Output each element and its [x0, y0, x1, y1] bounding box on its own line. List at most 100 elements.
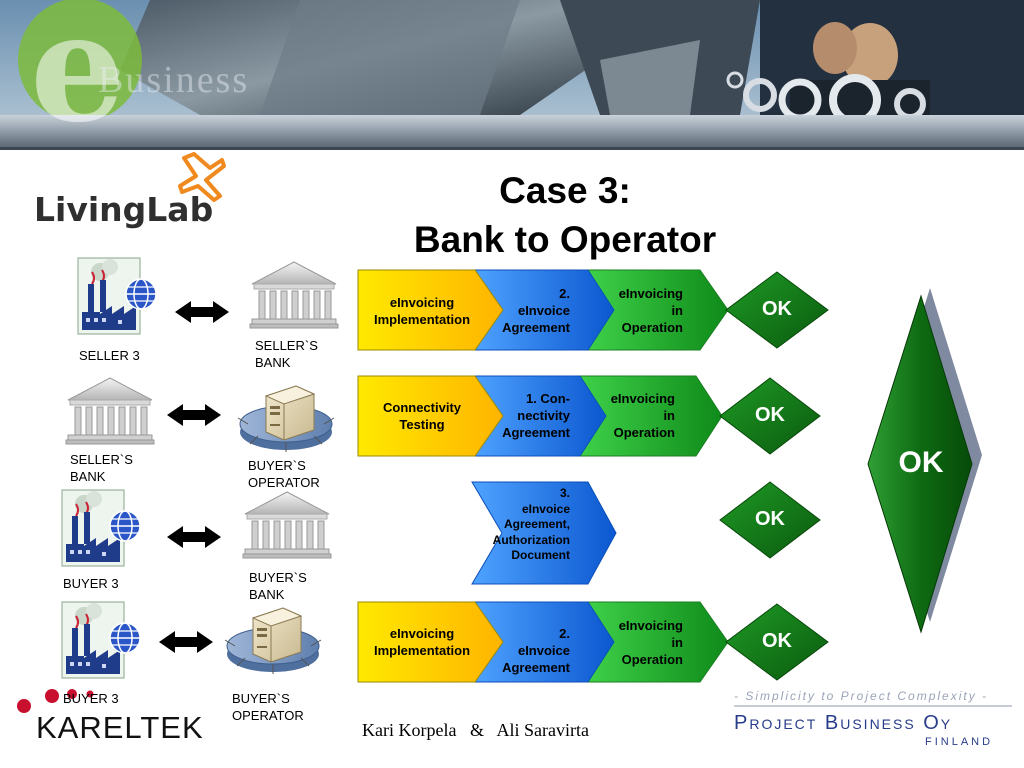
step-line: Implementation [373, 643, 471, 658]
project-business-country: FINLAND [925, 736, 994, 748]
banner-e-letter: e [30, 0, 126, 156]
step-text: eInvoicing in Operation [590, 285, 683, 336]
step-r4-implementation [357, 601, 504, 683]
status-r3-diamond [719, 481, 821, 559]
step-line: in [663, 408, 675, 423]
status-ok-row3: OK [755, 508, 785, 530]
kareltek-dot [17, 699, 31, 713]
status-r4-diamond [725, 603, 829, 681]
step-line: nectivity [517, 408, 570, 423]
step-line: Agreement [502, 320, 570, 335]
status-ok-row1: OK [762, 298, 792, 320]
step-line: Agreement [502, 425, 570, 440]
exchange-arrow-icon [175, 301, 229, 323]
label-seller-3: SELLER 3 [79, 348, 140, 363]
project-business-slogan: - Simplicity to Project Complexity - [734, 689, 989, 703]
banner-text: Business [98, 59, 250, 101]
title-line-2: Bank to Operator [413, 219, 717, 260]
project-business-divider [734, 705, 1012, 707]
status-r2-diamond [719, 377, 821, 455]
step-line: eInvoicing [610, 391, 675, 406]
label-buyers-operator: BUYER`S OPERATOR [248, 457, 320, 491]
bank-icon [242, 491, 332, 559]
step-line: eInvoice [517, 643, 570, 658]
step-line: Document [511, 548, 570, 562]
step-line: eInvoicing [618, 618, 683, 633]
header-banner [0, 0, 1024, 150]
exchange-arrow-icon [159, 631, 213, 653]
seller-factory-icon [77, 257, 157, 335]
label-line: OPERATOR [248, 475, 320, 490]
label-line: BANK [249, 587, 285, 602]
exchange-arrow-icon [167, 526, 221, 548]
page-title: Case 3: Bank to Operator [330, 166, 800, 264]
overall-status-diamond [867, 294, 973, 634]
label-buyers-operator: BUYER`S OPERATOR [232, 690, 304, 724]
step-line: 1. Con- [525, 391, 570, 406]
step-text: eInvoicing Implementation [360, 294, 484, 328]
buyer-factory-icon [61, 601, 141, 679]
step-text: eInvoicing Implementation [360, 625, 484, 659]
status-r1-diamond [725, 271, 829, 349]
title-line-1: Case 3: [499, 170, 631, 211]
label-line: BANK [70, 469, 106, 484]
label-sellers-bank: SELLER`S BANK [255, 337, 318, 371]
project-business-name: Project Business Oy [734, 712, 953, 734]
label-line: SELLER`S [255, 338, 318, 353]
step-line: Operation [621, 652, 683, 667]
label-buyer-3: BUYER 3 [63, 576, 119, 591]
operator-server-icon [224, 607, 322, 675]
step-line: 3. [559, 486, 570, 500]
label-buyer-3: BUYER 3 [63, 691, 119, 706]
label-line: BUYER`S [249, 570, 307, 585]
step-line: in [671, 635, 683, 650]
kareltek-logo-text: KARELTEK [36, 710, 204, 745]
authors: Kari Korpela & Ali Saravirta [362, 720, 589, 740]
step-line: Operation [621, 320, 683, 335]
label-line: BUYER`S [248, 458, 306, 473]
livinglab-logo-text: LivingLab [34, 190, 214, 229]
step-line: eInvoicing [389, 295, 455, 310]
buyer-factory-icon [61, 489, 141, 567]
livinglab-logo-icon [178, 152, 226, 202]
step-line: Testing [399, 417, 445, 432]
status-ok-row2: OK [755, 404, 785, 426]
step-line: eInvoice [521, 501, 570, 516]
bank-icon [65, 377, 155, 445]
kareltek-dot [45, 689, 59, 703]
label-line: OPERATOR [232, 708, 304, 723]
step-r1-implementation [357, 269, 504, 351]
step-line: 2. [559, 286, 570, 301]
step-line: Implementation [373, 312, 471, 327]
label-line: BUYER`S [232, 691, 290, 706]
step-line: eInvoicing [389, 626, 455, 641]
step-line: Operation [613, 425, 675, 440]
step-line: Connectivity [382, 400, 461, 415]
step-line: eInvoice [517, 303, 570, 318]
step-text: eInvoicing in Operation [590, 617, 683, 668]
kareltek-dot [86, 690, 94, 698]
kareltek-dot [67, 689, 77, 699]
exchange-arrow-icon [167, 404, 221, 426]
step-line: Authorization [492, 532, 570, 547]
status-ok-overall: OK [898, 446, 944, 479]
status-ok-row4: OK [762, 630, 792, 652]
step-r2-testing [357, 375, 504, 457]
step-r3-authorization [471, 481, 617, 585]
step-line: 2. [559, 626, 570, 641]
bank-icon [249, 261, 339, 329]
step-text: Connectivity Testing [360, 399, 484, 433]
label-sellers-bank: SELLER`S BANK [70, 451, 133, 485]
step-text: 2. eInvoice Agreement [480, 625, 570, 676]
label-line: BANK [255, 355, 291, 370]
step-text: 2. eInvoice Agreement [480, 285, 570, 336]
step-text: 1. Con- nectivity Agreement [480, 390, 570, 441]
step-line: in [671, 303, 683, 318]
step-text: eInvoicing in Operation [582, 390, 675, 441]
step-line: eInvoicing [618, 286, 683, 301]
label-buyers-bank: BUYER`S BANK [249, 569, 307, 603]
step-text: 3. eInvoice Agreement, Authorization Doc… [470, 486, 570, 564]
step-line: Agreement [502, 660, 570, 675]
